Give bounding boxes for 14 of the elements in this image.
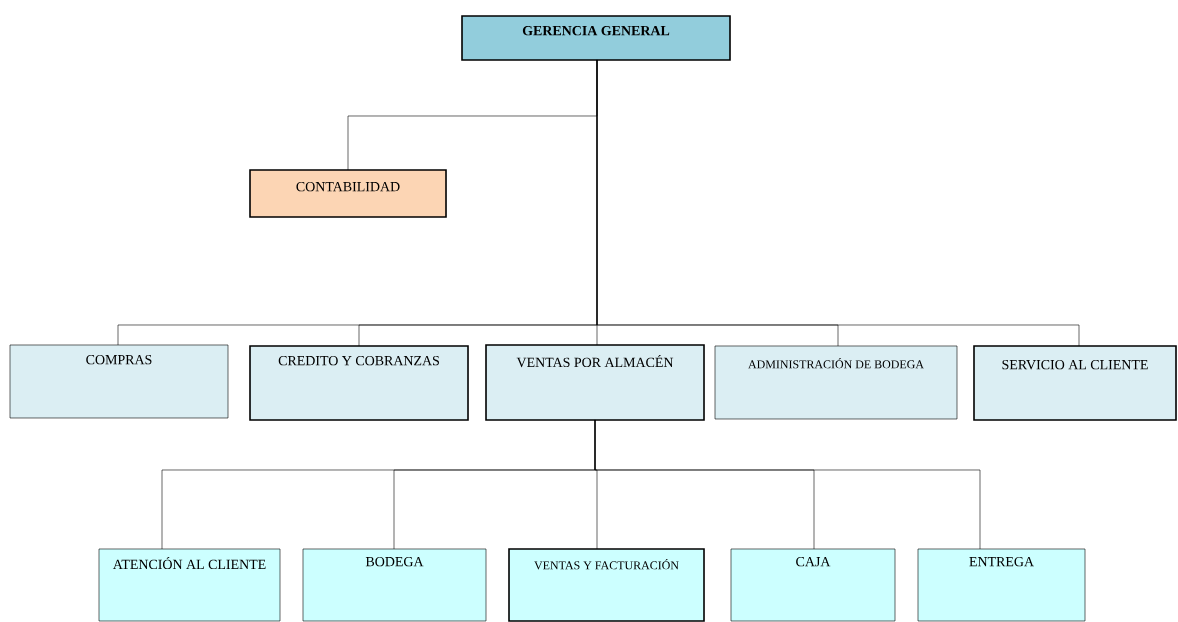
org-box: ENTREGA bbox=[917, 548, 1086, 622]
org-box: ATENCIÓN AL CLIENTE bbox=[98, 548, 281, 622]
org-box: ADMINISTRACIÓN DE BODEGA bbox=[714, 345, 958, 420]
org-box: CREDITO Y COBRANZAS bbox=[249, 345, 469, 421]
connector-line bbox=[596, 59, 1080, 347]
org-box: SERVICIO AL CLIENTE bbox=[973, 345, 1177, 421]
connector-line bbox=[594, 419, 981, 550]
org-box: VENTAS POR ALMACÉN bbox=[485, 344, 705, 421]
org-box: COMPRAS bbox=[9, 344, 229, 419]
org-box: CAJA bbox=[730, 548, 896, 622]
org-box: BODEGA bbox=[302, 548, 487, 622]
org-box: VENTAS Y FACTURACIÓN bbox=[508, 548, 705, 622]
org-box: GERENCIA GENERAL bbox=[461, 15, 731, 61]
org-box: CONTABILIDAD bbox=[249, 169, 447, 218]
